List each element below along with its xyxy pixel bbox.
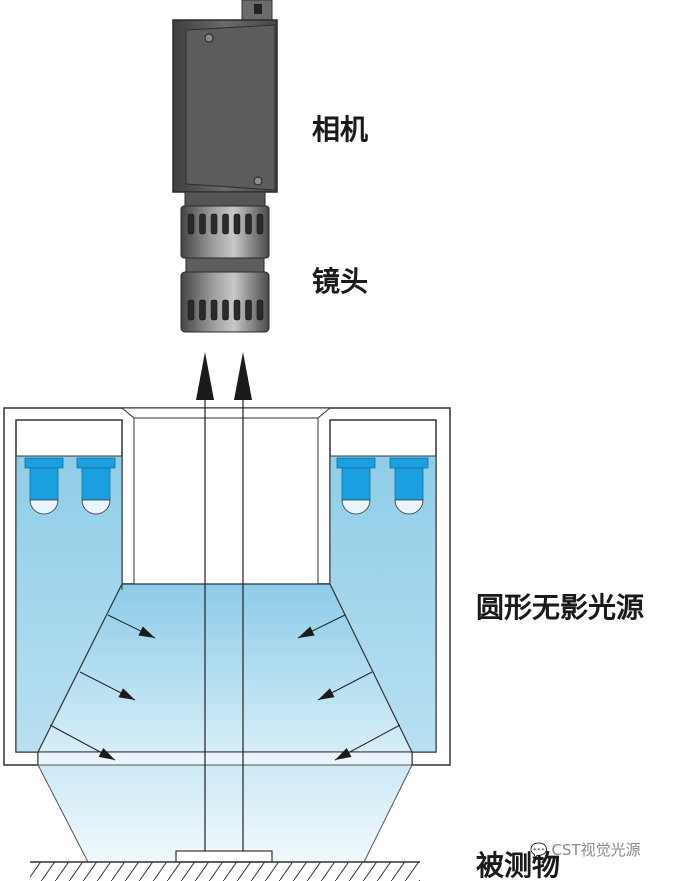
- camera: [172, 0, 278, 193]
- housing-aperture: [133, 417, 319, 585]
- ground-hatching: [30, 862, 420, 881]
- wechat-icon: 💬: [530, 843, 548, 859]
- lens-grip-slot: [256, 299, 264, 321]
- camera-label: 相机: [312, 113, 369, 146]
- inspected-object-area: [30, 850, 420, 881]
- light-source-label: 圆形无影光源: [476, 591, 645, 624]
- up-arrow-icon: [196, 352, 214, 400]
- led-lens: [394, 499, 424, 515]
- led-lens: [341, 499, 371, 515]
- camera-side-panel: [185, 24, 276, 191]
- led-array: [24, 457, 429, 515]
- inspected-object: [175, 850, 273, 863]
- camera-screw-icon: [253, 176, 263, 186]
- arrow-head-icon: [298, 626, 315, 638]
- led-cap: [24, 457, 64, 469]
- arrow-head-icon: [118, 688, 135, 700]
- led-cap: [76, 457, 116, 469]
- housing-aperture-rim: [120, 407, 332, 419]
- watermark: 💬CST视觉光源: [530, 839, 641, 860]
- led-body: [341, 467, 371, 501]
- ring-light-housing: [3, 407, 451, 766]
- lens-grip-slot: [199, 299, 206, 321]
- arrow-head-icon: [335, 748, 352, 760]
- camera-screw-icon: [204, 33, 214, 43]
- lens-grip-slot: [233, 299, 241, 321]
- housing-bottom-lip: [37, 751, 413, 766]
- camera-connector-slot: [254, 4, 262, 14]
- lens-grip-slot: [233, 213, 241, 235]
- lens-mount: [184, 191, 266, 207]
- reflected-light-rays: [196, 352, 252, 851]
- led-body: [29, 467, 59, 501]
- arrow-head-icon: [138, 626, 155, 638]
- lens-grip-slot: [222, 213, 229, 235]
- watermark-text: CST视觉光源: [551, 841, 641, 859]
- lens-grip-slot: [210, 213, 218, 235]
- lens-grip-slot: [245, 213, 252, 235]
- lens-grip-slot: [187, 213, 195, 235]
- lens-label: 镜头: [312, 265, 369, 298]
- led-cap: [389, 457, 429, 469]
- lens-neck: [185, 257, 265, 273]
- led-body: [81, 467, 111, 501]
- led-body: [394, 467, 424, 501]
- diffuse-light-arrows: [49, 614, 401, 761]
- lens-grip-slot: [199, 213, 206, 235]
- arrow-head-icon: [318, 688, 335, 700]
- lens-grip-slot: [256, 213, 264, 235]
- lens-grip-slot: [210, 299, 218, 321]
- lens-grip-slot: [222, 299, 229, 321]
- led-cap: [336, 457, 376, 469]
- lens-grip-slots: [187, 213, 264, 321]
- lens-grip-slot: [187, 299, 195, 321]
- led-lens: [81, 499, 111, 515]
- led-lens: [29, 499, 59, 515]
- lens: [180, 191, 270, 333]
- arrow-head-icon: [98, 748, 115, 760]
- up-arrow-icon: [234, 352, 252, 400]
- light-beam: [37, 764, 413, 863]
- lens-grip-slot: [245, 299, 252, 321]
- inspected-object-label: 被测物: [476, 849, 561, 881]
